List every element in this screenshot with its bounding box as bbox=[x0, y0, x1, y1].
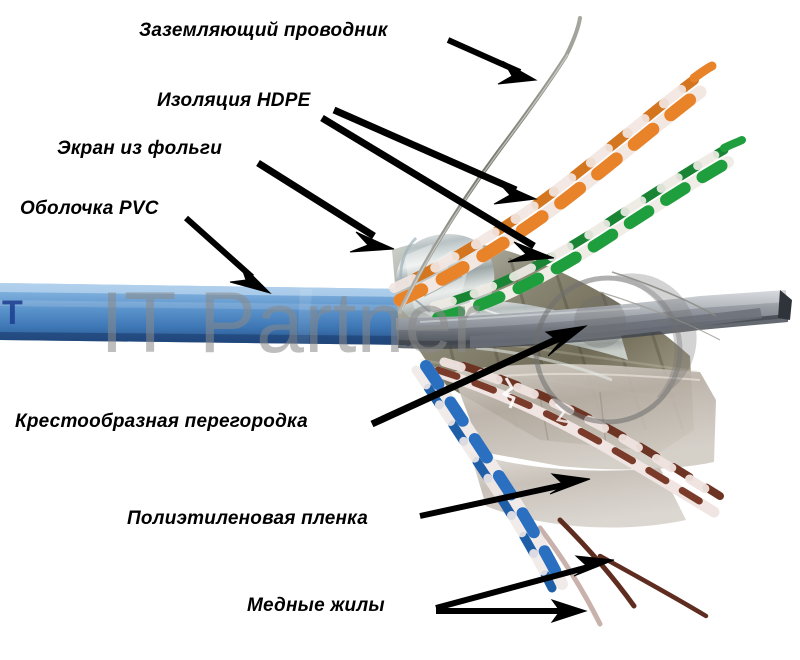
pair-green-white bbox=[429, 136, 746, 324]
pair-orange-white bbox=[389, 61, 717, 307]
label-pvc-jacket: Оболочка PVC bbox=[20, 198, 159, 219]
label-polyethylene-film: Полиэтиленовая пленка bbox=[127, 508, 369, 529]
stray-strands bbox=[599, 271, 721, 341]
label-cross-spline: Крестообразная перегородка bbox=[15, 411, 308, 432]
label-copper-conductors: Медные жилы bbox=[247, 595, 385, 616]
jacket-printed-text: T bbox=[2, 294, 23, 332]
watermark-text: IT Partner bbox=[100, 275, 481, 371]
label-ground-wire: Заземляющий проводник bbox=[139, 20, 388, 41]
label-hdpe-insulation: Изоляция HDPE bbox=[157, 90, 311, 111]
circle-dot-logo bbox=[533, 273, 697, 425]
label-foil-shield: Экран из фольги bbox=[57, 138, 223, 159]
